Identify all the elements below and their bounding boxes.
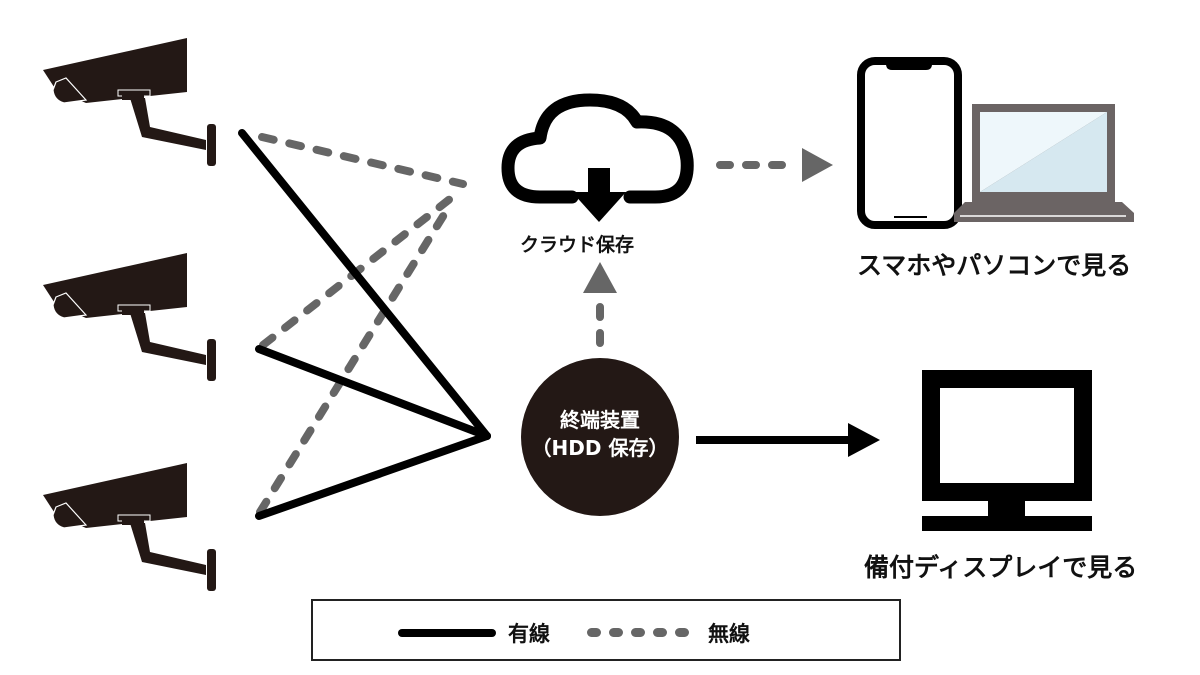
monitor-icon (922, 370, 1092, 531)
wired-link-camera-1-recorder (238, 129, 491, 440)
wired-link-camera-3-recorder (255, 432, 491, 520)
security-camera-icon-1 (42, 37, 217, 167)
recorder-label-line1: 終端装置 (560, 408, 640, 432)
arrow-cloud-to-devices (716, 148, 833, 182)
recorder-node (521, 358, 679, 516)
legend-wireless-label: 無線 (708, 622, 750, 646)
legend: 有線 無線 (311, 599, 901, 661)
legend-wired-label: 有線 (508, 622, 550, 646)
arrow-recorder-to-cloud (583, 262, 617, 347)
legend-wired-swatch (398, 629, 496, 637)
legend-wireless-swatch (587, 628, 707, 638)
security-camera-icon-3 (42, 462, 217, 592)
display-label: 備付ディスプレイで見る (864, 553, 1138, 582)
recorder-label-line2: （HDD 保存） (531, 436, 669, 460)
smartphone-icon (857, 57, 962, 229)
arrow-recorder-to-display (696, 423, 880, 457)
wired-link-camera-2-recorder (255, 345, 491, 440)
laptop-icon (954, 104, 1134, 222)
security-camera-icon-2 (42, 252, 217, 382)
cloud-download-icon (501, 93, 694, 222)
wireless-link-camera-1-cloud (258, 133, 467, 188)
cloud-storage-label: クラウド保存 (520, 234, 635, 256)
recorder-label: 終端装置 （HDD 保存） (520, 406, 680, 462)
devices-label: スマホやパソコンで見る (857, 251, 1132, 280)
wireless-link-camera-2-cloud (259, 191, 459, 349)
wireless-link-camera-3-cloud (256, 201, 454, 516)
